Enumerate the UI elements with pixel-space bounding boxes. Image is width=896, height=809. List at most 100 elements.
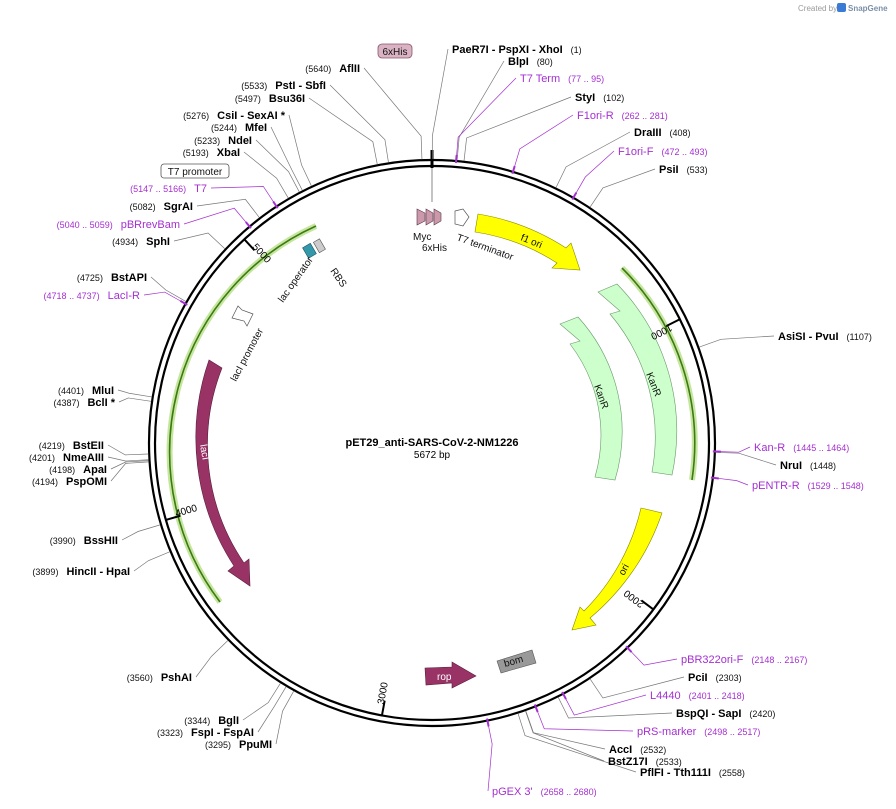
- primer-name: pENTR-R: [752, 480, 800, 492]
- enzyme-leader: [257, 686, 287, 733]
- ori-feature[interactable]: [571, 507, 663, 631]
- primer-label[interactable]: pBR322ori-F(2148 .. 2167): [681, 654, 807, 666]
- enzyme-name: XbaI: [217, 147, 240, 159]
- tick-label: 3000: [376, 681, 391, 705]
- rbs-label: RBS: [328, 266, 349, 289]
- enzyme-pos: (533): [687, 165, 708, 175]
- enzyme-label[interactable]: (3899)HincII - HpaI: [32, 566, 130, 578]
- enzyme-label[interactable]: (5233)NdeI: [194, 135, 252, 147]
- primer-label[interactable]: L4440(2401 .. 2418): [650, 690, 745, 702]
- enzyme-label[interactable]: NruI(1448): [780, 460, 836, 472]
- enzyme-leader: [133, 551, 170, 572]
- primer-name: pBR322ori-F: [681, 654, 744, 666]
- enzyme-pos: (1448): [810, 461, 836, 471]
- enzyme-label[interactable]: (4201)NmeAIII: [29, 452, 104, 464]
- primer-range: (5040 .. 5059): [57, 220, 113, 230]
- enzyme-label[interactable]: PaeR7I - PspXI - XhoI(1): [452, 44, 582, 56]
- enzyme-pos: (1): [571, 45, 582, 55]
- primer-site-mark: [571, 192, 578, 201]
- laci-feature[interactable]: [195, 359, 251, 587]
- enzyme-label[interactable]: (4194) PspOMI: [32, 476, 107, 488]
- enzyme-pos: (4219): [39, 441, 65, 451]
- enzyme-label[interactable]: (3323)FspI - FspAI: [157, 727, 254, 739]
- enzyme-label[interactable]: PsiI(533): [659, 164, 708, 176]
- enzyme-label[interactable]: (5193)XbaI: [183, 147, 240, 159]
- kanr-inner-feature[interactable]: [559, 316, 623, 481]
- enzyme-leader: [117, 389, 152, 398]
- primer-leader: [627, 648, 678, 666]
- enzyme-label[interactable]: (3560)PshAI: [127, 672, 192, 684]
- enzyme-label[interactable]: (5497)Bsu36I: [235, 93, 305, 105]
- leader-lines: [107, 48, 777, 792]
- enzyme-label[interactable]: AsiSI - PvuI(1107): [778, 331, 872, 343]
- enzyme-leader: [243, 151, 289, 199]
- t7-terminator-feature[interactable]: [454, 208, 470, 227]
- enzyme-label[interactable]: (4198)ApaI: [49, 464, 107, 476]
- enzyme-name: BlpI: [508, 56, 529, 68]
- primer-name: LacI-R: [108, 290, 140, 302]
- bom-feature[interactable]: [496, 649, 537, 674]
- primer-leader: [143, 291, 185, 304]
- primer-label[interactable]: F1ori-R (262 .. 281): [577, 110, 668, 122]
- enzyme-label[interactable]: BspQI - SapI(2420): [676, 708, 775, 720]
- enzyme-leader: [121, 524, 161, 541]
- primer-range: (5147 .. 5166): [130, 184, 186, 194]
- primer-range: (2498 .. 2517): [704, 727, 760, 737]
- primer-name: F1ori-R: [577, 110, 614, 122]
- enzyme-name: BstZ17I: [608, 756, 648, 768]
- enzyme-label[interactable]: (5082)SgrAI: [130, 201, 193, 213]
- enzyme-name: PspOMI: [66, 476, 107, 488]
- rbs-feature[interactable]: [312, 238, 326, 254]
- enzyme-label[interactable]: (4401)MluI: [58, 385, 114, 397]
- enzyme-label[interactable]: AccI(2532): [609, 744, 666, 756]
- primer-site-mark: [625, 645, 633, 653]
- enzyme-label[interactable]: BlpI(80): [508, 56, 553, 68]
- enzyme-label[interactable]: (4725)BstAPI: [77, 272, 147, 284]
- enzyme-leader: [270, 126, 303, 191]
- enzyme-label[interactable]: (3344)BglI: [184, 715, 239, 727]
- enzyme-pos: (4194): [32, 477, 58, 487]
- tag-linker-feature[interactable]: [433, 208, 442, 226]
- rop-feature[interactable]: [424, 661, 477, 689]
- enzyme-label[interactable]: BstZ17I(2533): [608, 756, 682, 768]
- enzyme-label[interactable]: PciI(2303): [688, 672, 742, 684]
- enzyme-label[interactable]: (4387)BclI *: [53, 397, 115, 409]
- primer-label[interactable]: (5147 .. 5166)T7: [130, 183, 207, 195]
- enzyme-label[interactable]: (5276)CsiI - SexAI *: [183, 110, 286, 122]
- kanr-outer-feature[interactable]: [597, 283, 678, 476]
- enzyme-label[interactable]: (5533)PstI - SbfI: [241, 80, 326, 92]
- primer-range: (2658 .. 2680): [541, 787, 597, 797]
- t7-promoter-box: [160, 163, 230, 179]
- enzyme-label[interactable]: StyI(102): [575, 92, 624, 104]
- enzyme-label[interactable]: (5640)AflII: [305, 63, 360, 75]
- enzyme-leader: [110, 461, 149, 482]
- primer-label[interactable]: F1ori-F(472 .. 493): [618, 146, 707, 158]
- primer-label[interactable]: (4718 .. 4737)LacI-R: [44, 290, 141, 302]
- his-tag-feature[interactable]: [425, 208, 434, 226]
- enzyme-label[interactable]: (4219)BstEII: [39, 440, 104, 452]
- primer-site-mark: [533, 704, 539, 713]
- enzyme-leader: [715, 452, 777, 466]
- enzyme-name: FspI - FspAI: [191, 727, 254, 739]
- lac-operator-feature[interactable]: [302, 242, 317, 259]
- primer-label[interactable]: pENTR-R(1529 .. 1548): [752, 480, 864, 492]
- primer-label[interactable]: pGEX 3'(2658 .. 2680): [492, 786, 597, 798]
- primer-leader: [455, 77, 517, 161]
- enzyme-label[interactable]: (5244)MfeI: [211, 122, 267, 134]
- primer-label[interactable]: (5040 .. 5059)pBRrevBam: [57, 219, 180, 231]
- primer-label[interactable]: pRS-marker(2498 .. 2517): [637, 726, 760, 738]
- enzyme-label[interactable]: DraIII(408): [634, 127, 691, 139]
- primer-name: L4440: [650, 690, 681, 702]
- enzyme-label[interactable]: (3990)BssHII: [50, 535, 118, 547]
- enzyme-label[interactable]: (4934)SphI: [112, 236, 170, 248]
- enzyme-name: ApaI: [83, 464, 107, 476]
- enzyme-label[interactable]: PflFI - Tth111I(2558): [640, 767, 745, 779]
- enzyme-label[interactable]: (3295)PpuMI: [205, 739, 272, 751]
- enzyme-name: AflII: [339, 63, 360, 75]
- primer-label[interactable]: Kan-R(1445 .. 1464): [754, 442, 849, 454]
- laci-promoter-feature[interactable]: [231, 305, 254, 327]
- primer-label[interactable]: T7 Term(77 .. 95): [520, 73, 604, 85]
- primer-range: (262 .. 281): [622, 111, 668, 121]
- f1-ori-feature[interactable]: [474, 213, 581, 271]
- myc-feature[interactable]: [416, 208, 426, 226]
